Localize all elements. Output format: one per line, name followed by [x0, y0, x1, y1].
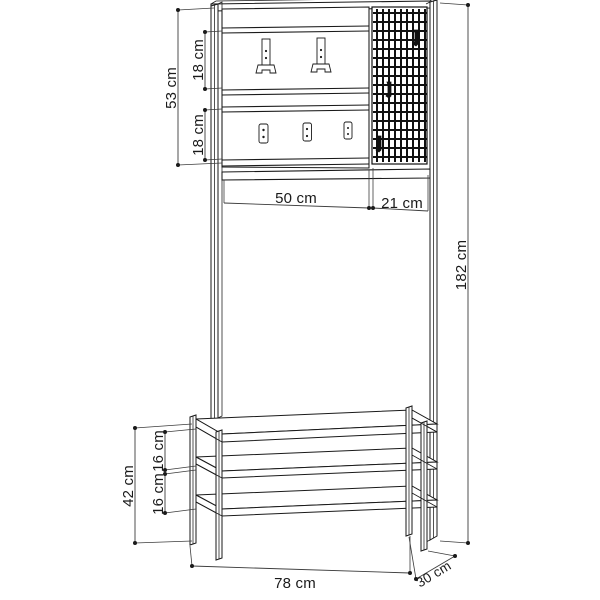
dimension-label-182cm: 182 cm [453, 240, 470, 290]
small-hook-3 [343, 121, 353, 140]
mesh-horizontal-wires [373, 12, 427, 158]
furniture-assembly [189, 0, 439, 561]
small-hook-2 [302, 122, 312, 142]
bench-bottom-shelf [194, 485, 439, 517]
dimension-label-16cm-lower: 16 cm [150, 473, 167, 515]
dimension-label-30cm: 30 cm [414, 558, 454, 590]
dimension-18cm-upper: 18 cm [190, 30, 223, 91]
dimension-annotations: 53 cm 18 cm 18 cm 50 cm [120, 2, 470, 592]
tall-hook-2 [310, 37, 332, 73]
bench-middle-shelf [194, 447, 439, 479]
left-vertical-post [210, 1, 223, 426]
dimension-78cm: 78 cm [189, 536, 412, 592]
bench-depth-edges [195, 417, 438, 517]
tall-hook-1 [255, 38, 277, 74]
dimension-label-53cm: 53 cm [163, 67, 180, 109]
dimension-182cm: 182 cm [439, 2, 470, 545]
small-coat-hooks [258, 121, 353, 144]
dimension-18cm-lower: 18 cm [190, 108, 223, 162]
dimension-21cm: 21 cm [371, 168, 429, 212]
dimension-50cm: 50 cm [223, 170, 371, 210]
tall-coat-hooks [255, 37, 332, 74]
dimension-16cm-lower: 16 cm [150, 469, 197, 515]
bench-top-shelf [194, 409, 439, 443]
dimension-label-78cm: 78 cm [274, 575, 316, 592]
mesh-hook-1 [412, 29, 419, 47]
back-panel [221, 6, 370, 169]
dimension-16cm-upper: 16 cm [150, 428, 197, 472]
right-vertical-post [425, 0, 438, 543]
bench-legs [189, 405, 428, 561]
mesh-hook-2 [385, 81, 392, 99]
dimension-30cm: 30 cm [408, 536, 457, 590]
dimension-42cm: 42 cm [120, 423, 193, 545]
small-hook-1 [258, 123, 269, 144]
lower-back-board [221, 168, 431, 181]
dimension-label-16cm-upper: 16 cm [150, 430, 167, 472]
dimension-label-18cm-upper: 18 cm [190, 39, 207, 81]
dimension-label-21cm: 21 cm [381, 195, 423, 212]
wire-mesh-panel [371, 6, 428, 165]
dimension-label-50cm: 50 cm [275, 190, 317, 207]
mesh-hook-3 [375, 135, 382, 153]
dimension-53cm: 53 cm [163, 7, 223, 167]
dimension-label-42cm: 42 cm [120, 465, 137, 507]
dimension-label-18cm-lower: 18 cm [190, 114, 207, 156]
